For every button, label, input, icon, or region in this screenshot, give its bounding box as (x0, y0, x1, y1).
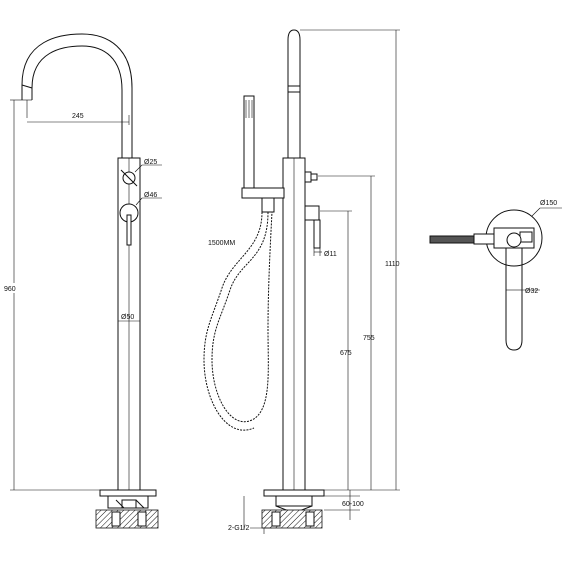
dim-handle-body-diameter: Ø46 (144, 192, 157, 199)
side-spout (287, 29, 301, 158)
front-view: 245 960 Ø25 Ø46 Ø50 (3, 33, 162, 529)
front-floor-hatch (95, 509, 159, 529)
spout-arc-inner (31, 45, 123, 158)
dim-shaft-diameter: Ø32 (525, 288, 538, 295)
shower-hose (211, 211, 273, 423)
dim-plate-diameter: Ø150 (540, 200, 557, 207)
dim-outlet-height-2: 675 (340, 350, 352, 357)
top-view: Ø150 Ø32 (429, 200, 562, 351)
top-handle-lever (505, 238, 523, 351)
dim-spout-reach: 245 (72, 113, 84, 120)
dim-thread-size: 2-G1/2 (228, 525, 250, 532)
front-base-plate (99, 489, 157, 497)
side-base-plate (263, 489, 325, 497)
dim-column-diameter: Ø50 (121, 314, 134, 321)
dim-overall-height: 960 (4, 286, 16, 293)
top-hand-shower (429, 235, 475, 244)
spout-arc (21, 33, 133, 158)
dim-floor-depth: 60-100 (342, 501, 364, 508)
dim-hose-length: 1500MM (208, 240, 235, 247)
side-view: 60-100 2-G1/2 1500MM Ø11 755 675 1110 (203, 29, 400, 534)
dim-outlet-height-1: 755 (363, 335, 375, 342)
dim-total-height: 1110 (385, 261, 400, 268)
side-handle-body (304, 205, 320, 221)
dim-handle-diameter: Ø11 (324, 251, 337, 258)
dim-handle-top-diameter: Ø25 (144, 159, 157, 166)
side-handle-top (304, 171, 312, 183)
